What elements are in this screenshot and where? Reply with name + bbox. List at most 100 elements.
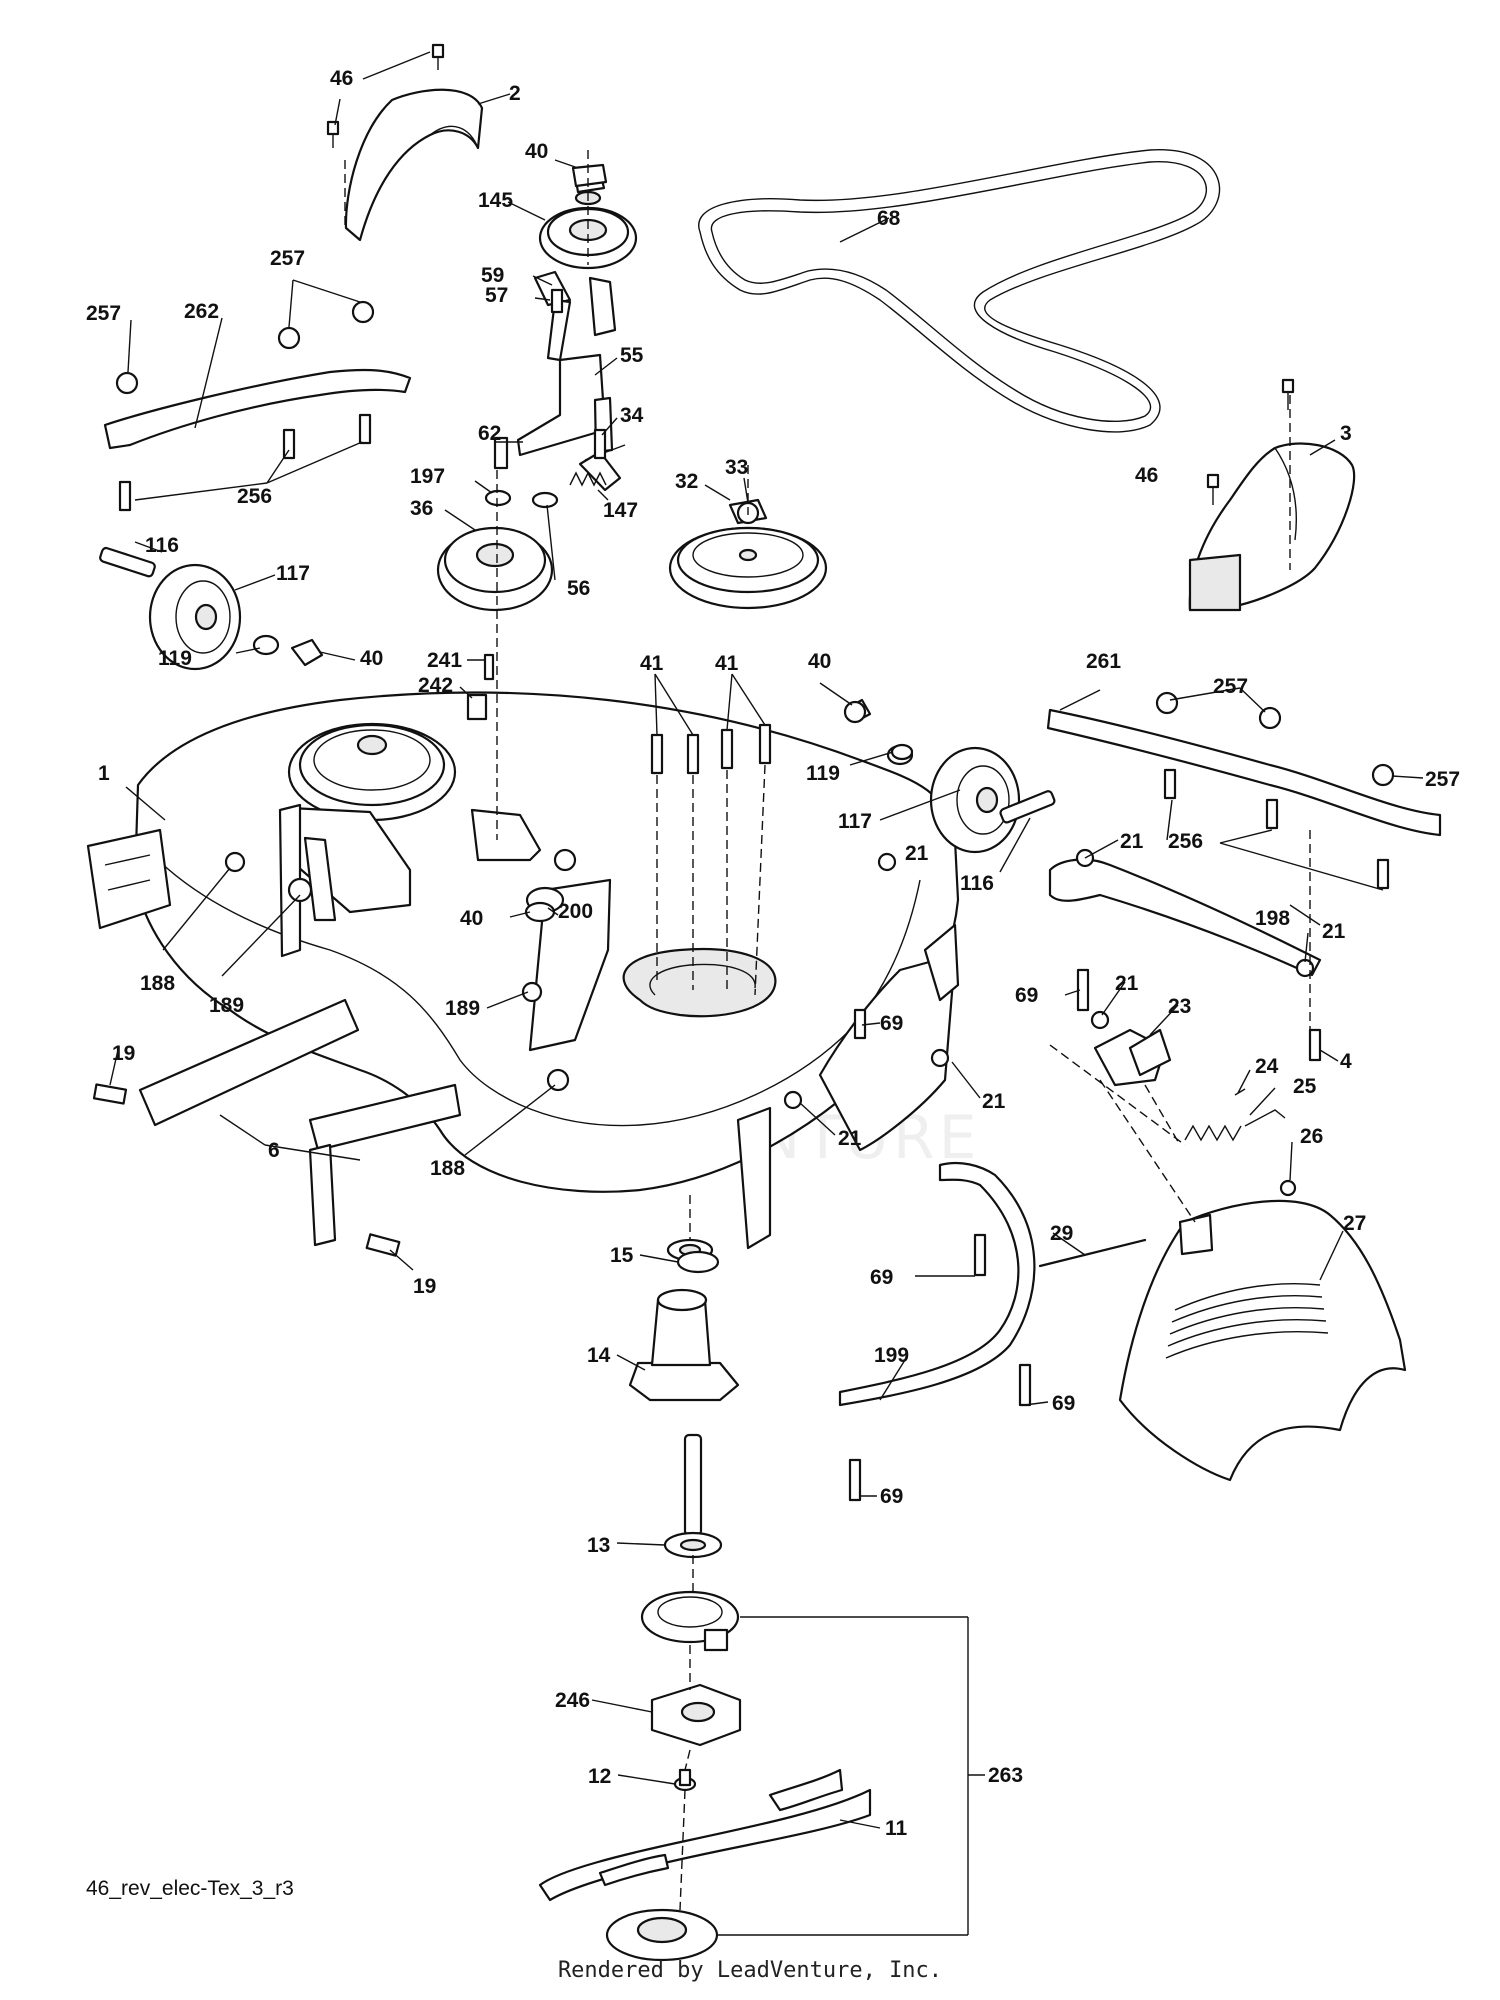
callout-188-center: 188 xyxy=(430,1157,465,1180)
callout-46-top: 46 xyxy=(330,67,353,90)
callout-242: 242 xyxy=(418,674,453,697)
callout-199: 199 xyxy=(874,1344,909,1367)
callout-36: 36 xyxy=(410,497,433,520)
callout-263: 263 xyxy=(988,1764,1023,1787)
callout-257-left: 257 xyxy=(270,247,305,270)
callout-257-right: 257 xyxy=(1213,675,1248,698)
part-idler-arm xyxy=(516,270,626,492)
callout-25: 25 xyxy=(1293,1075,1317,1098)
part-spindle-housing xyxy=(628,1238,740,1402)
callout-69-e: 69 xyxy=(880,1485,903,1508)
callout-241: 241 xyxy=(427,649,462,672)
part-belt-guard-left xyxy=(344,88,511,242)
callout-21-c: 21 xyxy=(1322,920,1346,943)
callout-200: 200 xyxy=(558,900,593,923)
callout-257-far-right: 257 xyxy=(1425,768,1460,791)
callout-256-left: 256 xyxy=(237,485,272,508)
callout-27: 27 xyxy=(1343,1212,1366,1235)
callout-69-c: 69 xyxy=(870,1266,893,1289)
callout-69-d: 69 xyxy=(1052,1392,1075,1415)
callout-11: 11 xyxy=(885,1817,908,1840)
assembly-lines xyxy=(344,150,1311,1911)
callout-62: 62 xyxy=(478,422,501,445)
callout-189-left: 189 xyxy=(209,994,244,1017)
callout-29: 29 xyxy=(1050,1222,1073,1245)
part-drive-belt xyxy=(698,149,1220,433)
callout-19-top: 19 xyxy=(112,1042,135,1065)
callout-33: 33 xyxy=(725,456,748,479)
part-spring-25 xyxy=(1184,1109,1286,1142)
callout-257-far-left: 257 xyxy=(86,302,121,325)
part-rod-29 xyxy=(1038,1238,1147,1268)
callout-262: 262 xyxy=(184,300,219,323)
callout-246: 246 xyxy=(555,1689,590,1712)
callout-46-right: 46 xyxy=(1135,464,1158,487)
part-pivot-bracket-23 xyxy=(1093,1028,1172,1087)
callout-14: 14 xyxy=(587,1344,611,1367)
fasteners xyxy=(92,43,1395,1502)
callout-117-left: 117 xyxy=(276,562,310,585)
callout-4: 4 xyxy=(1340,1050,1352,1073)
callout-41-right: 41 xyxy=(715,652,739,675)
part-hanger-arm-262 xyxy=(103,368,412,450)
callout-32: 32 xyxy=(675,470,698,493)
callout-21-f: 21 xyxy=(838,1127,862,1150)
callout-19-bottom: 19 xyxy=(413,1275,436,1298)
part-lift-link-6 xyxy=(138,998,462,1247)
callout-21-b: 21 xyxy=(905,842,929,865)
callout-40-right: 40 xyxy=(808,650,831,673)
part-discharge-chute xyxy=(1118,1199,1407,1482)
callout-26: 26 xyxy=(1300,1125,1323,1148)
callout-41-left: 41 xyxy=(640,652,664,675)
callout-21-e: 21 xyxy=(982,1090,1006,1113)
leader-lines xyxy=(109,51,1424,1936)
callout-13: 13 xyxy=(587,1534,610,1557)
callout-117-right: 117 xyxy=(838,810,872,833)
callout-68: 68 xyxy=(877,207,901,230)
callout-69-b: 69 xyxy=(880,1012,903,1035)
render-credit: Rendered by LeadVenture, Inc. xyxy=(557,1958,943,1983)
callout-2: 2 xyxy=(509,82,521,105)
callout-12: 12 xyxy=(588,1765,611,1788)
callout-55: 55 xyxy=(620,344,644,367)
callout-34: 34 xyxy=(620,404,644,427)
callout-21-a: 21 xyxy=(1120,830,1144,853)
callout-40-top: 40 xyxy=(525,140,548,163)
callout-23: 23 xyxy=(1168,995,1191,1018)
callout-40-center: 40 xyxy=(460,907,483,930)
callout-56: 56 xyxy=(567,577,590,600)
callout-116-right: 116 xyxy=(960,872,994,895)
callout-57: 57 xyxy=(485,284,508,307)
part-blade-retainer-lower xyxy=(605,1908,719,1962)
callout-1: 1 xyxy=(98,762,110,785)
part-spindle-pulley-32 xyxy=(668,498,828,610)
part-hanger-arm-261 xyxy=(1046,708,1442,837)
callout-119-left: 119 xyxy=(158,647,192,670)
part-belt-guard-right xyxy=(1188,439,1356,612)
part-mower-deck xyxy=(86,691,960,1250)
callout-15: 15 xyxy=(610,1244,634,1267)
callout-6: 6 xyxy=(268,1139,280,1162)
callout-3: 3 xyxy=(1340,422,1352,445)
callout-119-right: 119 xyxy=(806,762,840,785)
callout-147: 147 xyxy=(603,499,638,522)
callout-24: 24 xyxy=(1255,1055,1279,1078)
part-mower-blade xyxy=(538,1768,872,1902)
diagram-id: 46_rev_elec-Tex_3_r3 xyxy=(86,1877,294,1900)
callout-261: 261 xyxy=(1086,650,1121,673)
callout-145: 145 xyxy=(478,189,513,212)
callout-69-a: 69 xyxy=(1015,984,1038,1007)
callout-21-d: 21 xyxy=(1115,972,1139,995)
part-gauge-wheel-left xyxy=(99,546,324,671)
callout-197: 197 xyxy=(410,465,445,488)
callout-198: 198 xyxy=(1255,907,1290,930)
part-spindle-shaft xyxy=(663,1433,723,1559)
part-blade-brake-upper xyxy=(640,1590,740,1652)
callout-labels: 46 2 40 145 68 59 57 55 34 62 197 36 56 … xyxy=(86,67,1460,1840)
part-baffle-199 xyxy=(838,1161,1036,1407)
part-deflector-bracket-198 xyxy=(1048,858,1322,977)
part-spring-147 xyxy=(569,471,607,487)
callout-256-right: 256 xyxy=(1168,830,1203,853)
part-bushing-12 xyxy=(673,1768,697,1792)
